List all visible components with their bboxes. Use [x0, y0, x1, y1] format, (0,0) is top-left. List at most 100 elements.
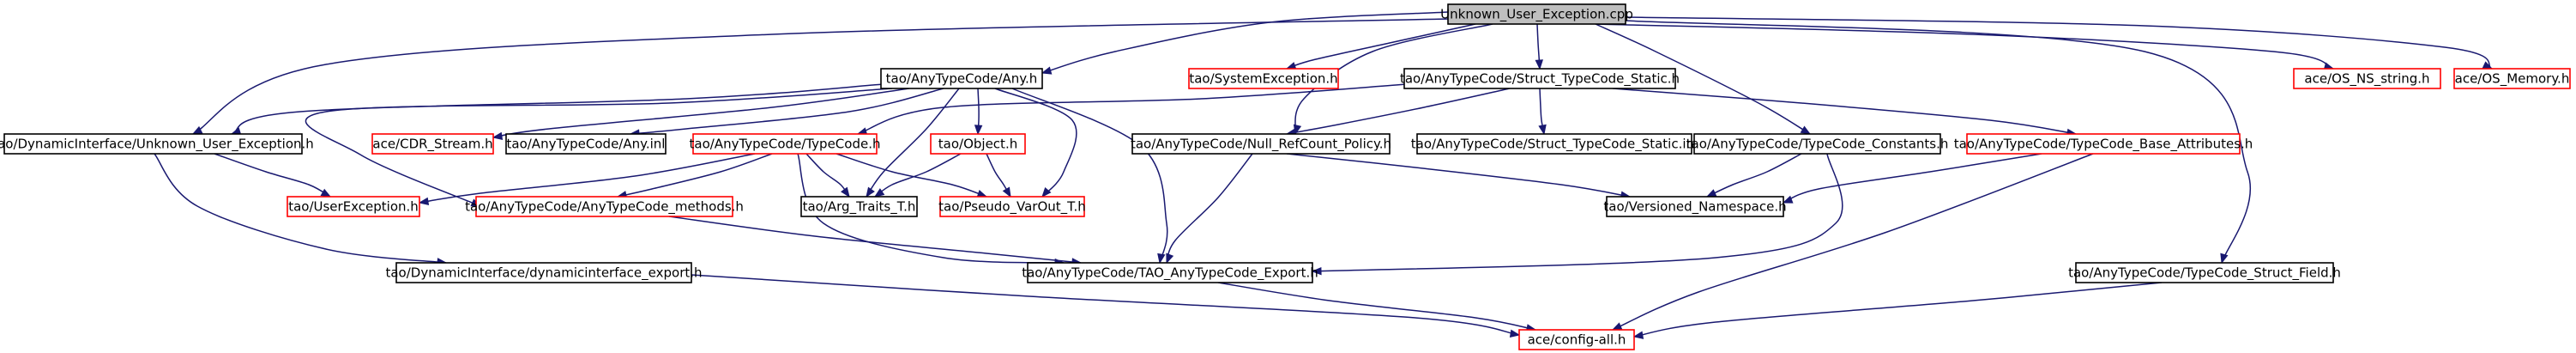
- edge-line: [874, 153, 962, 198]
- node-label: tao/AnyTypeCode/TypeCode_Constants.h: [1686, 137, 1949, 153]
- edge-line: [994, 88, 1077, 198]
- node-sysexc[interactable]: tao/SystemException.h: [1188, 68, 1339, 89]
- node-tcconst[interactable]: tao/AnyTypeCode/TypeCode_Constants.h: [1686, 133, 1949, 155]
- edge-anymethods-to-taoexport: [668, 216, 1083, 266]
- arrowhead-icon: [1002, 186, 1011, 198]
- node-label: tao/AnyTypeCode/Struct_TypeCode_Static.h: [1400, 71, 1680, 88]
- edge-line: [1783, 153, 2042, 204]
- node-os_mem[interactable]: ace/OS_Memory.h: [2453, 68, 2571, 89]
- node-nullref[interactable]: tao/AnyTypeCode/Null_RefCount_Policy.h: [1131, 133, 1391, 155]
- edge-line: [419, 153, 756, 204]
- node-label: tao/DynamicInterface/Unknown_User_Except…: [0, 137, 314, 153]
- edge-line: [1625, 16, 2493, 70]
- node-box: [1027, 262, 1313, 283]
- edge-root-to-sts_h: [1535, 23, 1544, 70]
- edge-line: [857, 83, 1408, 135]
- edge-line: [1011, 88, 1168, 264]
- node-pseudo[interactable]: tao/Pseudo_VarOut_T.h: [938, 196, 1086, 217]
- node-label: tao/AnyTypeCode/Null_RefCount_Policy.h: [1131, 137, 1391, 153]
- edge-line: [154, 153, 447, 264]
- edge-line: [1217, 282, 1536, 331]
- node-root[interactable]: Unknown_User_Exception.cpp: [1440, 3, 1633, 25]
- node-argtraits[interactable]: tao/Arg_Traits_T.h: [800, 196, 918, 217]
- node-label: tao/SystemException.h: [1189, 71, 1337, 87]
- arrowhead-icon: [1311, 266, 1322, 276]
- node-typecode_h[interactable]: tao/AnyTypeCode/TypeCode.h: [690, 133, 881, 155]
- node-any_h[interactable]: tao/AnyTypeCode/Any.h: [880, 68, 1043, 89]
- node-label: tao/AnyTypeCode/TypeCode_Base_Attributes…: [1954, 137, 2253, 153]
- edge-line: [630, 88, 944, 135]
- node-anymethods[interactable]: tao/AnyTypeCode/AnyTypeCode_methods.h: [465, 196, 744, 217]
- edge-nullref-to-taoexport: [1166, 153, 1253, 265]
- edge-typecode_h-to-userexc: [418, 153, 756, 206]
- arrowhead-icon: [2220, 253, 2229, 265]
- edge-line: [1286, 153, 1631, 198]
- arrowhead-icon: [1782, 195, 1794, 204]
- edge-line: [1633, 282, 2163, 338]
- edge-object_h-to-argtraits: [873, 153, 962, 198]
- node-box: [1131, 133, 1391, 155]
- edge-sts_h-to-nullref: [1285, 88, 1511, 137]
- node-versioned[interactable]: tao/Versioned_Namespace.h: [1603, 196, 1787, 217]
- node-any_inl[interactable]: tao/AnyTypeCode/Any.inl: [505, 133, 667, 155]
- edge-sts_h-to-sts_inl: [1538, 88, 1547, 136]
- node-cdr[interactable]: ace/CDR_Stream.h: [371, 133, 494, 155]
- edge-line: [617, 153, 773, 198]
- edge-line: [231, 83, 884, 135]
- arrowhead-icon: [1632, 331, 1644, 339]
- edge-tcbase-to-configall: [1611, 153, 2094, 331]
- edge-structfield-to-configall: [1632, 282, 2163, 339]
- edge-diue_h-to-userexc: [214, 153, 332, 198]
- edge-line: [305, 88, 893, 207]
- arrowhead-icon: [320, 188, 332, 198]
- node-configall[interactable]: ace/config-all.h: [1518, 329, 1635, 350]
- edge-any_h-to-taoexport: [1011, 88, 1168, 265]
- node-diexport[interactable]: tao/DynamicInterface/dynamicinterface_ex…: [385, 262, 703, 283]
- arrowhead-icon: [1157, 253, 1166, 265]
- edge-line: [1312, 153, 1843, 272]
- edge-line: [1625, 20, 2252, 264]
- node-box: [800, 196, 918, 217]
- node-box: [371, 133, 494, 155]
- edge-root-to-structfield: [1625, 20, 2252, 265]
- node-object_h[interactable]: tao/Object.h: [930, 133, 1026, 155]
- edge-line: [1706, 153, 1802, 198]
- node-sts_h[interactable]: tao/AnyTypeCode/Struct_TypeCode_Static.h: [1400, 68, 1680, 89]
- node-taoexport[interactable]: tao/AnyTypeCode/TAO_AnyTypeCode_Export.h: [1022, 262, 1318, 283]
- edge-line: [1294, 23, 1493, 135]
- node-label: ace/OS_Memory.h: [2455, 71, 2570, 88]
- edge-nullref-to-versioned: [1286, 153, 1632, 199]
- edge-sts_h-to-tcbase: [1612, 88, 2078, 137]
- nodes-layer: Unknown_User_Exception.cpp tao/AnyTypeCod…: [0, 3, 2571, 350]
- arrowhead-icon: [1509, 329, 1521, 338]
- node-label: tao/Pseudo_VarOut_T.h: [938, 199, 1086, 216]
- node-box: [880, 68, 1043, 89]
- node-label: tao/AnyTypeCode/AnyTypeCode_methods.h: [465, 199, 744, 216]
- node-os_ns[interactable]: ace/OS_NS_string.h: [2293, 68, 2441, 89]
- arrowhead-icon: [841, 186, 850, 198]
- node-userexc[interactable]: tao/UserException.h: [287, 196, 420, 217]
- edge-diexport-to-configall: [691, 274, 1521, 338]
- node-sts_inl[interactable]: tao/AnyTypeCode/Struct_TypeCode_Static.i…: [1411, 133, 1698, 155]
- edge-typecode_h-to-argtraits: [805, 153, 850, 198]
- node-label: tao/Versioned_Namespace.h: [1603, 199, 1786, 216]
- edge-line: [836, 153, 987, 198]
- edge-line: [1166, 153, 1253, 264]
- node-box: [2293, 68, 2441, 89]
- node-label: ace/CDR_Stream.h: [372, 137, 492, 153]
- edge-line: [1595, 23, 2334, 70]
- node-diue_h[interactable]: tao/DynamicInterface/Unknown_User_Except…: [0, 133, 314, 155]
- arrowhead-icon: [1041, 186, 1052, 198]
- node-box: [1518, 329, 1635, 350]
- node-box: [939, 196, 1085, 217]
- edge-line: [1612, 153, 2094, 331]
- node-structfield[interactable]: tao/AnyTypeCode/TypeCode_Struct_Field.h: [2068, 262, 2341, 283]
- arrowhead-icon: [1535, 59, 1544, 70]
- edge-any_h-to-pseudo: [994, 88, 1077, 198]
- node-label: tao/Object.h: [938, 137, 1017, 152]
- edge-line: [1612, 88, 2077, 135]
- node-box: [1693, 133, 1941, 155]
- node-tcbase[interactable]: tao/AnyTypeCode/TypeCode_Base_Attributes…: [1954, 133, 2253, 155]
- node-label: tao/AnyTypeCode/Struct_TypeCode_Static.i…: [1411, 137, 1698, 153]
